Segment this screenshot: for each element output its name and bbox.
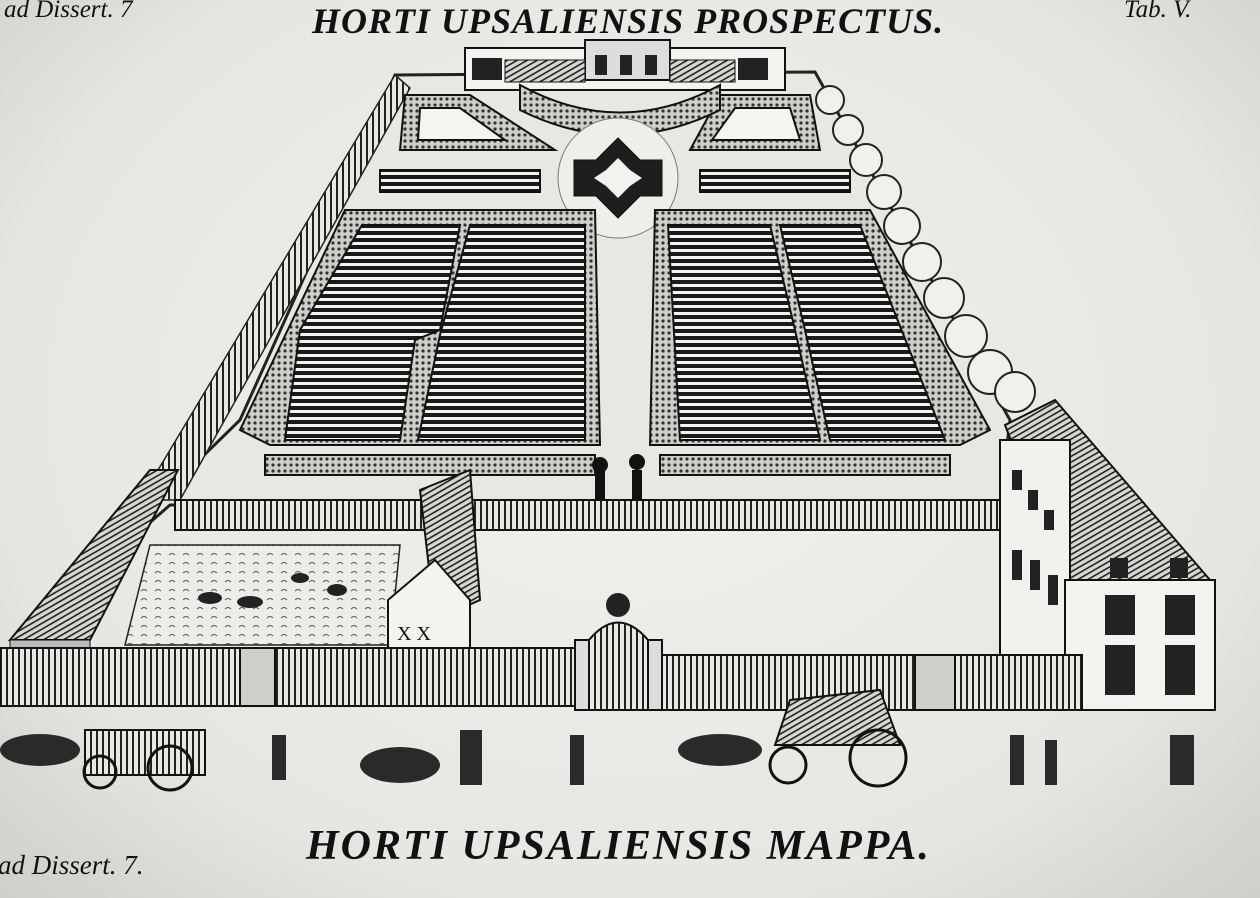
main-gate (574, 593, 663, 711)
center-building: X X (387, 468, 482, 649)
road-figures (0, 688, 1194, 792)
plate-title-bottom: HORTI UPSALIENSIS MAPPA. (306, 823, 931, 869)
beds-right (648, 209, 992, 476)
birds (198, 573, 347, 608)
dissertation-reference-bottom: ad Dissert. 7. (0, 850, 144, 880)
central-fountain (557, 117, 679, 239)
plate-number: Tab. V. (1124, 0, 1192, 23)
top-building (464, 39, 786, 91)
dissertation-reference-top: ad Dissert. 7 (4, 0, 133, 23)
upper-parterres (379, 83, 851, 193)
building-sign: X X (397, 623, 431, 645)
plate-title-top: HORTI UPSALIENSIS PROSPECTUS. (312, 1, 945, 41)
front-fence (0, 647, 1083, 711)
beds-left (238, 209, 602, 476)
tree-avenue (815, 85, 1036, 413)
path-ornaments (592, 454, 645, 500)
middle-fence (174, 499, 1001, 531)
lower-field (124, 544, 401, 646)
right-building (999, 398, 1216, 711)
